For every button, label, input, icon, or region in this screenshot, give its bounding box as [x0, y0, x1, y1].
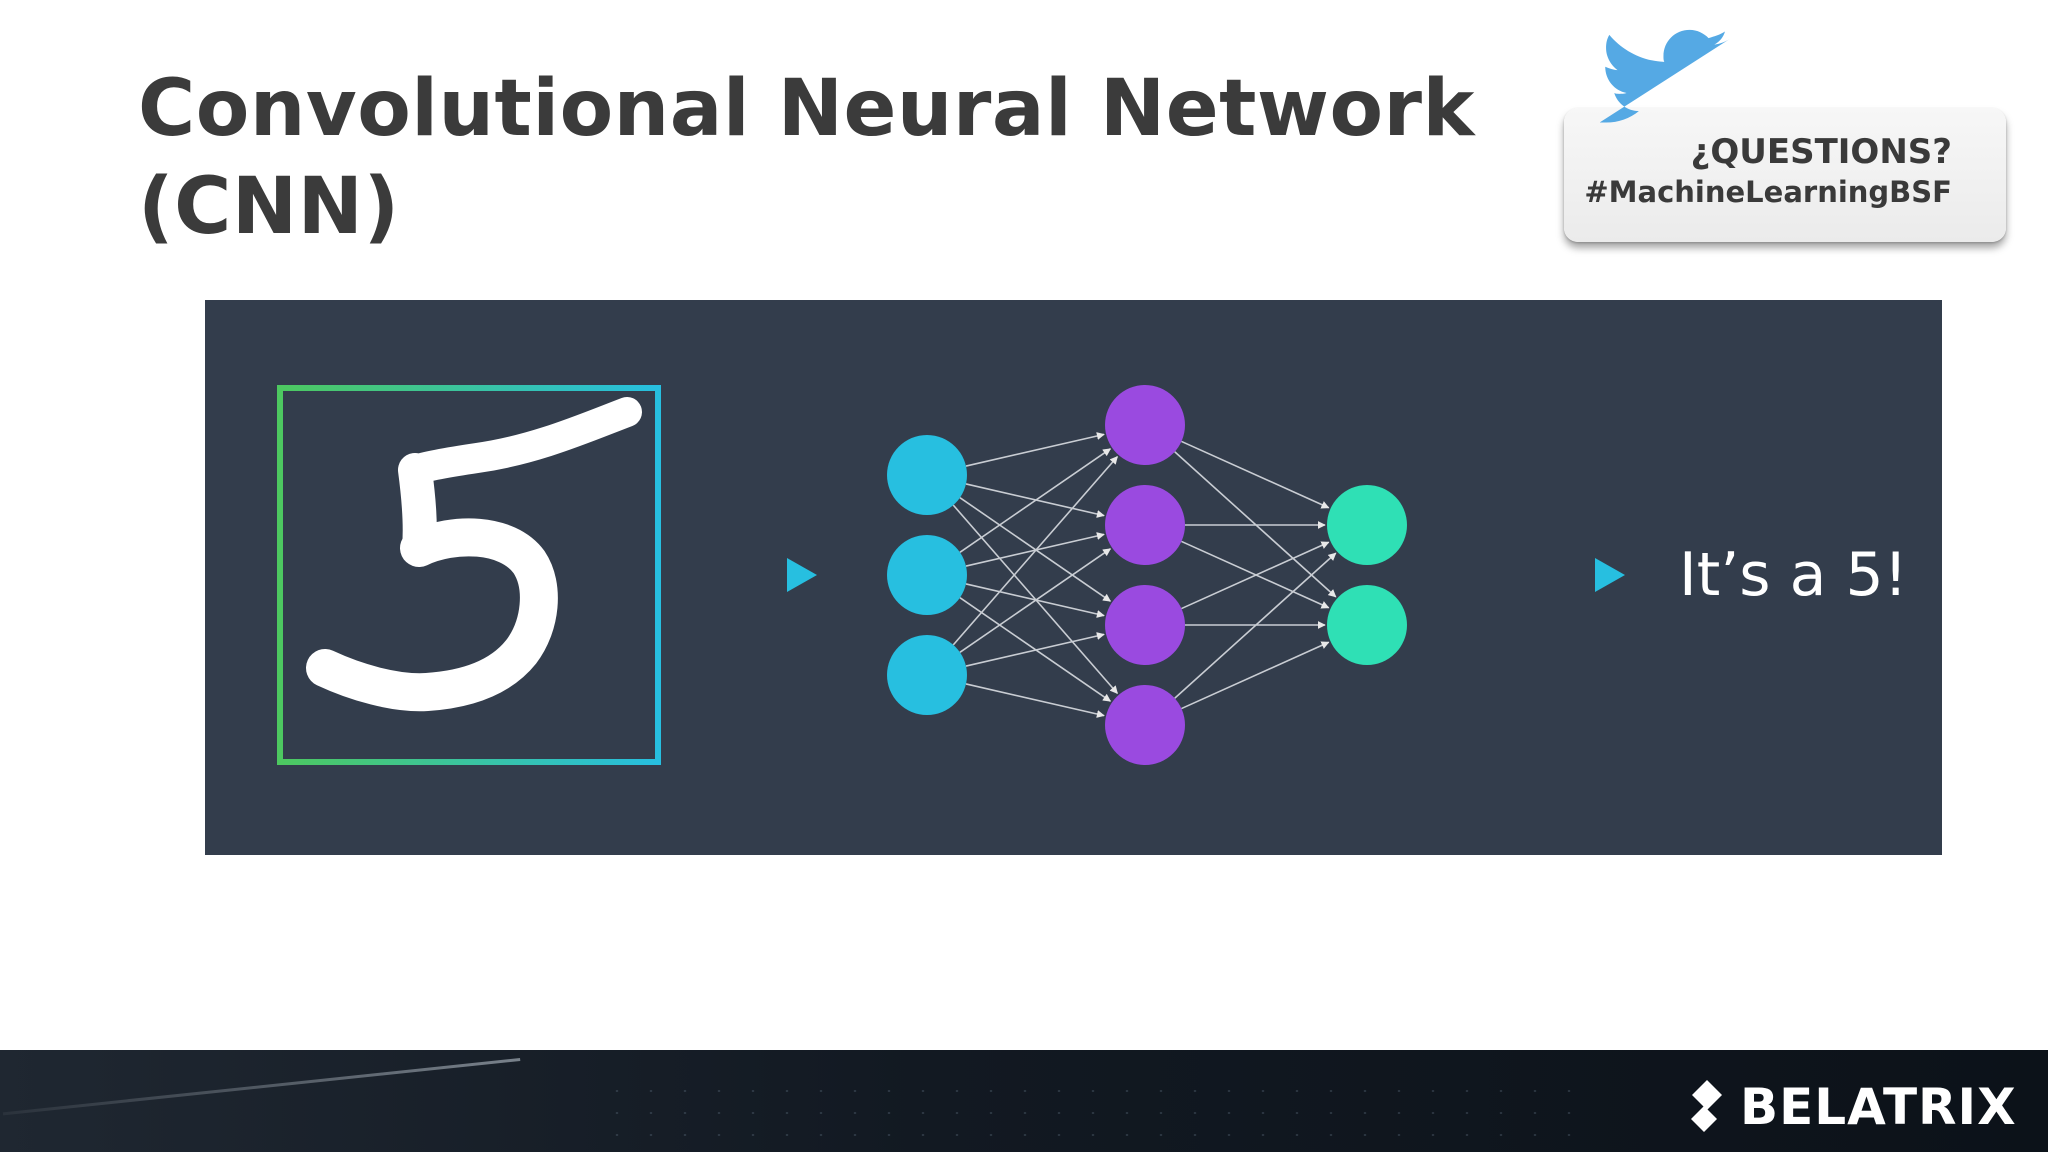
network-connections [952, 432, 1337, 718]
network-nodes [887, 385, 1407, 765]
footer-light-streak [2, 1058, 521, 1116]
slide-title-line-1: Convolutional Neural Network [138, 64, 1475, 154]
input-neuron [887, 535, 967, 615]
output-neuron [1327, 585, 1407, 665]
network-connection [965, 632, 1105, 667]
hidden-neuron [1105, 685, 1185, 765]
output-arrow-icon [1501, 558, 1625, 592]
slide-title: Convolutional Neural Network (CNN) [138, 60, 1475, 256]
diamond-logo-icon [1691, 1080, 1722, 1132]
questions-card: ¿QUESTIONS? #MachineLearningBSF [1564, 108, 2006, 242]
network-connection [965, 432, 1105, 467]
input-arrow-icon [693, 558, 817, 592]
prediction-result: It’s a 5! [1679, 540, 1908, 610]
footer-texture [600, 1080, 1600, 1140]
hidden-neuron [1105, 485, 1185, 565]
hidden-neuron [1105, 585, 1185, 665]
network-connection [1181, 440, 1330, 509]
cnn-diagram: It’s a 5! [205, 300, 1942, 855]
questions-title: ¿QUESTIONS? [1690, 132, 1952, 172]
input-image-frame [277, 385, 661, 765]
belatrix-logo: BELATRIX [1684, 1078, 2017, 1136]
network-connection [959, 548, 1112, 653]
logo-text: BELATRIX [1740, 1078, 2017, 1136]
handwritten-five-icon [306, 397, 642, 712]
input-neuron [887, 635, 967, 715]
network-connection [1181, 541, 1330, 610]
cnn-diagram-graphic [277, 385, 1625, 765]
network-connection [1181, 641, 1330, 710]
questions-hashtag: #MachineLearningBSF [1584, 175, 1952, 209]
input-neuron [887, 435, 967, 515]
network-connection [1174, 552, 1337, 699]
network-connection [952, 456, 1118, 646]
slide-title-line-2: (CNN) [138, 162, 400, 252]
hidden-neuron [1105, 385, 1185, 465]
network-connection [965, 683, 1105, 718]
output-neuron [1327, 485, 1407, 565]
network-connection [959, 448, 1112, 553]
twitter-bird-icon [1600, 29, 1730, 123]
